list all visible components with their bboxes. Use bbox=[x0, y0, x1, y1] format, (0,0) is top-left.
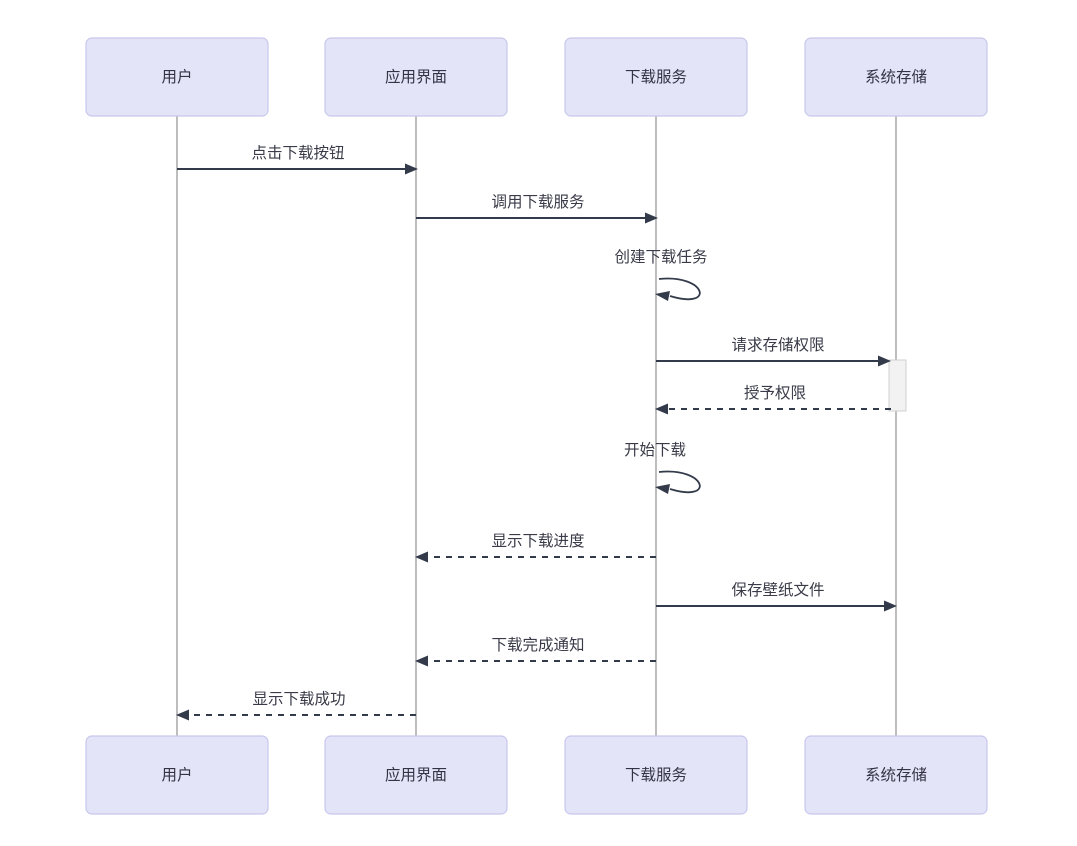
message-label-show-download-progress: 显示下载进度 bbox=[491, 532, 584, 550]
message-click-download-button[interactable]: 点击下载按钮 bbox=[177, 144, 418, 175]
arrowhead-right-icon bbox=[405, 163, 418, 175]
arrowhead-left-icon bbox=[655, 403, 668, 415]
message-request-storage-permission[interactable]: 请求存储权限 bbox=[656, 336, 891, 367]
participant-label-user-bottom: 用户 bbox=[161, 766, 192, 784]
message-label-show-download-success: 显示下载成功 bbox=[252, 690, 345, 708]
message-create-download-task[interactable]: 创建下载任务 bbox=[614, 248, 708, 301]
participant-box-app-ui-top[interactable]: 应用界面 bbox=[324, 37, 508, 117]
participant-box-storage-top[interactable]: 系统存储 bbox=[804, 37, 988, 117]
participant-label-storage-bottom: 系统存储 bbox=[865, 766, 927, 784]
message-invoke-download-service[interactable]: 调用下载服务 bbox=[416, 193, 658, 224]
message-label-download-complete-notification: 下载完成通知 bbox=[491, 636, 584, 654]
arrowhead-left-icon bbox=[415, 655, 428, 667]
message-label-grant-permission: 授予权限 bbox=[744, 384, 806, 402]
arrowhead-right-icon bbox=[645, 212, 658, 224]
message-save-wallpaper-file[interactable]: 保存壁纸文件 bbox=[656, 581, 897, 612]
arrowhead-right-icon bbox=[878, 355, 891, 367]
message-label-request-storage-permission: 请求存储权限 bbox=[731, 336, 824, 354]
participant-box-user-bottom[interactable]: 用户 bbox=[85, 735, 269, 815]
participant-box-dl-svc-bottom[interactable]: 下载服务 bbox=[564, 735, 748, 815]
participant-box-app-ui-bottom[interactable]: 应用界面 bbox=[324, 735, 508, 815]
message-grant-permission[interactable]: 授予权限 bbox=[655, 384, 891, 415]
participant-label-dl-svc-bottom: 下载服务 bbox=[625, 766, 687, 784]
message-download-complete-notification[interactable]: 下载完成通知 bbox=[415, 636, 656, 667]
arrowhead-left-icon bbox=[415, 551, 428, 563]
message-start-download[interactable]: 开始下载 bbox=[624, 441, 701, 494]
participant-label-app-ui-bottom: 应用界面 bbox=[385, 765, 447, 784]
message-label-save-wallpaper-file: 保存壁纸文件 bbox=[731, 581, 824, 599]
message-label-create-download-task: 创建下载任务 bbox=[614, 248, 707, 266]
message-show-download-success[interactable]: 显示下载成功 bbox=[176, 690, 416, 721]
participant-box-storage-bottom[interactable]: 系统存储 bbox=[804, 735, 988, 815]
participant-box-dl-svc-top[interactable]: 下载服务 bbox=[564, 37, 748, 117]
arrowhead-left-icon bbox=[655, 291, 670, 301]
message-show-download-progress[interactable]: 显示下载进度 bbox=[415, 532, 656, 563]
activation-bar-storage bbox=[888, 359, 907, 412]
arrowhead-left-icon bbox=[176, 709, 189, 721]
arrowhead-right-icon bbox=[884, 600, 897, 612]
arrowhead-left-icon bbox=[655, 484, 670, 494]
message-label-invoke-download-service: 调用下载服务 bbox=[491, 193, 584, 211]
participant-box-user-top[interactable]: 用户 bbox=[85, 37, 269, 117]
participant-label-user-top: 用户 bbox=[161, 68, 192, 86]
message-label-click-download-button: 点击下载按钮 bbox=[251, 144, 344, 162]
lifelines-group bbox=[176, 116, 897, 736]
participant-label-app-ui-top: 应用界面 bbox=[385, 67, 447, 86]
participant-label-storage-top: 系统存储 bbox=[865, 68, 927, 86]
participant-label-dl-svc-top: 下载服务 bbox=[625, 68, 687, 86]
message-label-start-download: 开始下载 bbox=[624, 441, 686, 459]
